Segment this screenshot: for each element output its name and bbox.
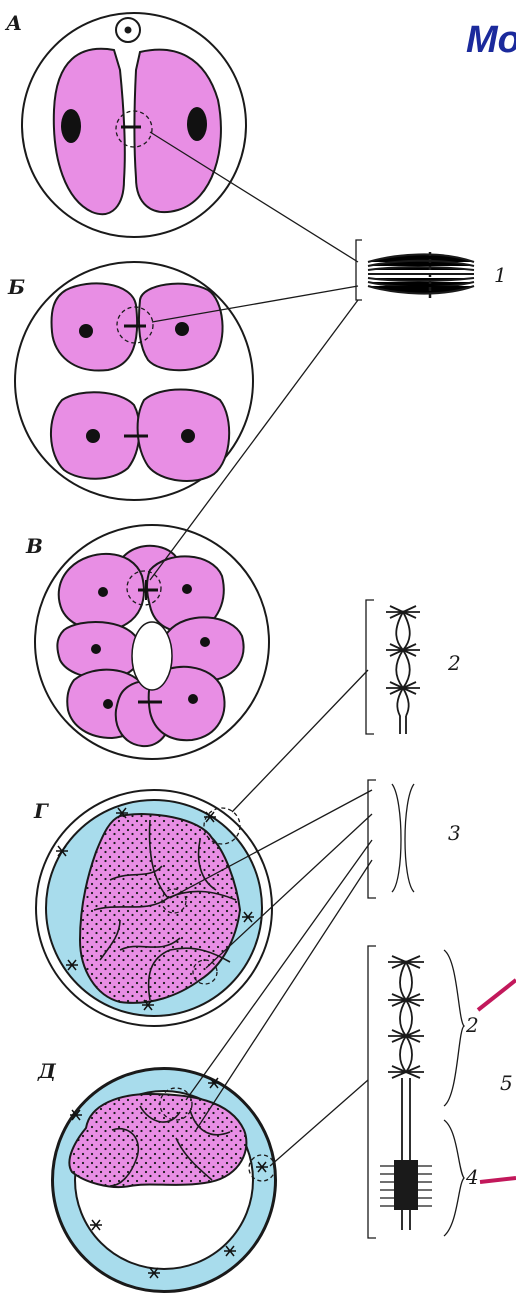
stage-d-embryo xyxy=(52,1068,276,1292)
stage-label-a: А xyxy=(4,11,22,35)
stage-label-d: Д xyxy=(37,1059,57,1083)
stage-g-embryo xyxy=(36,790,272,1026)
stage-v-embryo xyxy=(35,525,269,759)
stage-a-embryo xyxy=(22,13,246,237)
nucleus xyxy=(98,587,108,597)
blastomere xyxy=(135,50,221,212)
stage-label-b: Б xyxy=(7,275,25,299)
detail-1: 1 xyxy=(356,240,507,300)
number-3: 3 xyxy=(448,821,461,845)
detail-3: 3 xyxy=(368,780,461,898)
nucleus xyxy=(188,694,198,704)
nucleus xyxy=(175,322,189,336)
detail-2-4: 2 5 4 xyxy=(368,946,516,1238)
nucleus xyxy=(86,429,100,443)
number-5: 5 xyxy=(500,1071,513,1095)
number-2a: 2 xyxy=(447,651,461,675)
number-4: 4 xyxy=(465,1165,479,1189)
nucleus xyxy=(61,109,81,143)
number-1: 1 xyxy=(494,263,507,287)
stage-label-v: В xyxy=(25,534,43,558)
nucleus xyxy=(187,107,207,141)
detail-2: 2 xyxy=(366,600,461,734)
nucleus xyxy=(200,637,210,647)
nucleus xyxy=(181,429,195,443)
stage-label-g: Г xyxy=(33,799,49,823)
title: Мо xyxy=(466,19,516,61)
nucleus xyxy=(182,584,192,594)
nucleus xyxy=(91,644,101,654)
plaque xyxy=(394,1160,418,1210)
number-2b: 2 xyxy=(465,1013,479,1037)
stage-b-embryo xyxy=(15,262,253,500)
nucleus xyxy=(79,324,93,338)
accent-line-bottom xyxy=(480,1178,516,1182)
nucleus xyxy=(103,699,113,709)
accent-line-top xyxy=(478,980,516,1010)
